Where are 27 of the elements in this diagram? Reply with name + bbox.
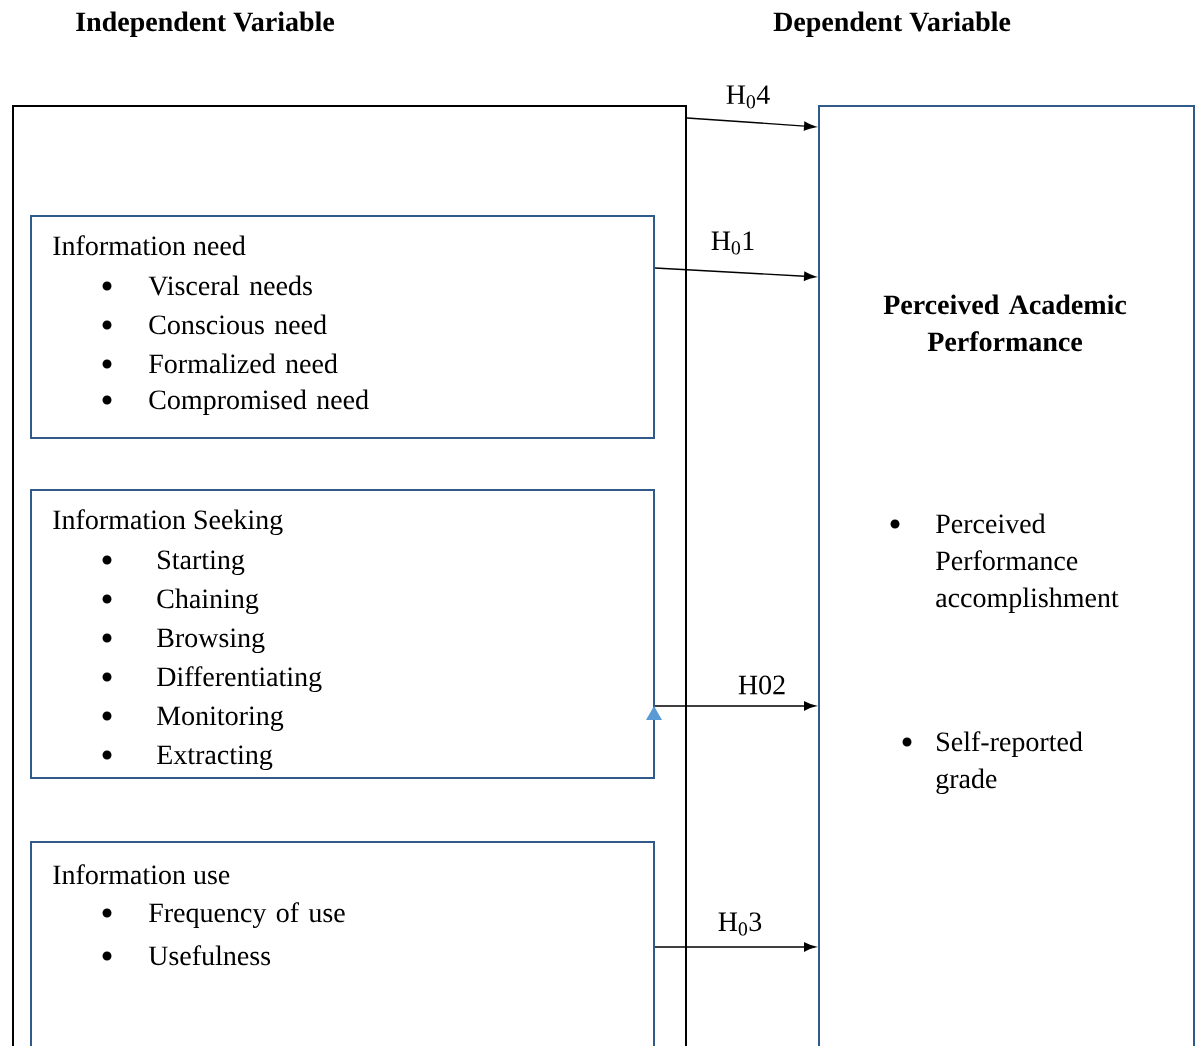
arrow (646, 701, 816, 720)
bullet-item: Conscious need (102, 314, 327, 335)
bullet-item: Monitoring (102, 706, 284, 731)
bullet-item: Differentiating (102, 666, 322, 692)
heading-text: Independent Variable (76, 11, 335, 37)
edge-label: H$_{0}$1 (709, 230, 757, 256)
heading-text: Information use (53, 864, 230, 885)
arrow (686, 117, 816, 131)
bullet-item: Compromised need (102, 389, 369, 415)
edge-label: H$_{0}$4 (724, 84, 772, 110)
bullet-item: Extracting (102, 745, 273, 770)
bullet-item: Usefulness (102, 945, 271, 966)
arrow (654, 267, 816, 281)
bullet-item: Starting (102, 550, 245, 575)
bullet-item: Frequency of use (102, 902, 345, 928)
heading-text: Information need (53, 235, 246, 256)
bullet-item: Perceived Performance accomplishment (890, 513, 1119, 613)
bullet-item: Visceral needs (102, 275, 312, 296)
heading-text: Information Seeking (53, 509, 283, 535)
bullet-item: Browsing (102, 628, 265, 653)
bullet-item: Chaining (102, 588, 259, 614)
edge-label: H$_{0}$3 (716, 911, 764, 937)
bullet-item: Formalized need (102, 353, 338, 374)
arrow (654, 942, 816, 952)
heading-text: Dependent Variable (773, 11, 1011, 37)
bullet-item: Self-reported grade (902, 731, 1083, 794)
heading-text: Perceived Academic Performance (883, 294, 1127, 352)
